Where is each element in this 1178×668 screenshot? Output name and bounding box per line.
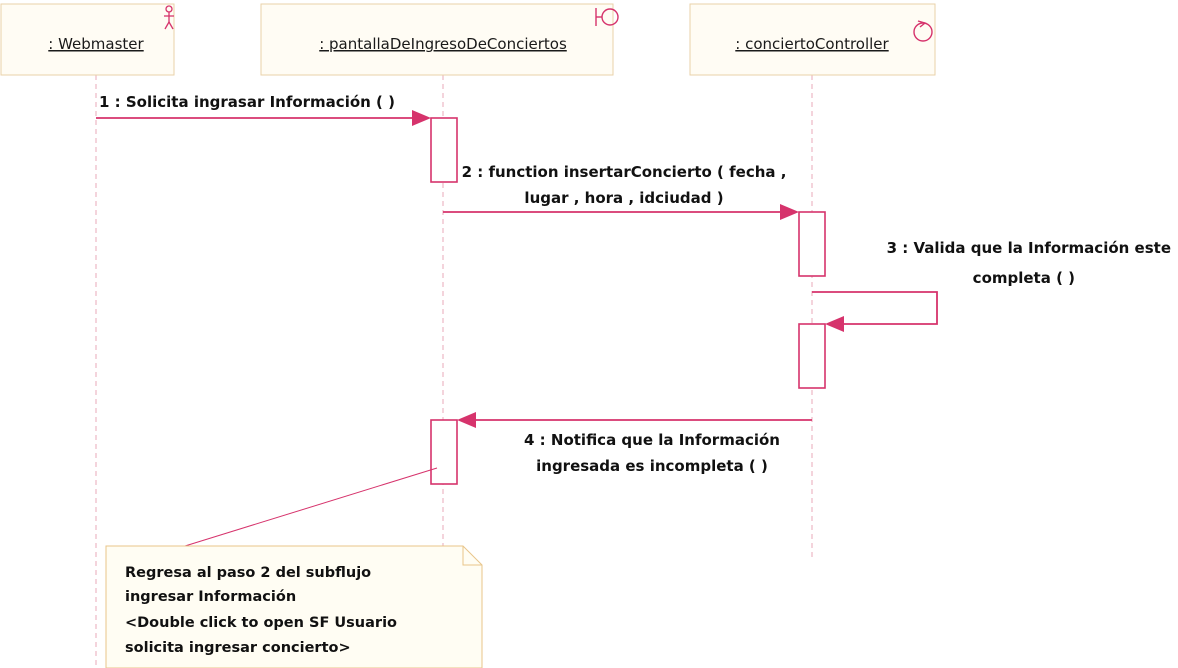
arrowhead [825,316,844,332]
participant-box[interactable] [0,3,175,76]
control-icon [913,20,933,42]
actor-icon [164,5,174,30]
note-box[interactable] [105,545,483,668]
arrowhead [780,204,799,220]
participant-label: : Webmaster [48,35,144,53]
activations [430,117,826,485]
message-label: 3 : Valida que la Información este [887,239,1171,257]
note-connector [184,467,438,547]
participant-label: : conciertoController [735,35,889,53]
arrowhead [412,110,431,126]
participant-box[interactable] [260,3,614,76]
note-fold [462,546,482,566]
participant-pantalla[interactable]: : pantallaDeIngresoDeConciertos [260,3,619,76]
note-text: ingresar Información [125,589,296,605]
note[interactable]: Regresa al paso 2 del subflujo ingresar … [105,467,483,668]
arrowhead [457,412,476,428]
note-text: solicita ingresar concierto> [125,640,351,656]
message-2[interactable]: 2 : function insertarConcierto ( fecha ,… [443,163,799,220]
note-text: <Double click to open SF Usuario [125,615,397,631]
participant-webmaster[interactable]: : Webmaster [0,3,175,76]
note-text: Regresa al paso 2 del subflujo [125,565,371,581]
message-label: lugar , hora , idciudad ) [524,189,723,207]
message-label: ingresada es incompleta ( ) [536,457,768,475]
boundary-icon [595,8,619,26]
activation-bar [798,211,826,277]
message-4[interactable]: 4 : Notifica que la Información ingresad… [457,412,812,475]
message-label: 4 : Notifica que la Información [524,431,780,449]
activation-bar [430,419,458,485]
message-1[interactable]: 1 : Solicita ingrasar Información ( ) [96,93,431,126]
message-3[interactable]: 3 : Valida que la Información este compl… [812,239,1171,332]
activation-bar [430,117,458,183]
message-label: completa ( ) [973,269,1075,287]
message-line[interactable] [812,291,938,325]
activation-bar [798,323,826,389]
participant-box[interactable] [689,3,936,76]
message-label: 2 : function insertarConcierto ( fecha , [462,163,787,181]
participant-label: : pantallaDeIngresoDeConciertos [319,35,567,53]
message-label: 1 : Solicita ingrasar Información ( ) [99,93,395,111]
participant-controller[interactable]: : conciertoController [689,3,936,76]
